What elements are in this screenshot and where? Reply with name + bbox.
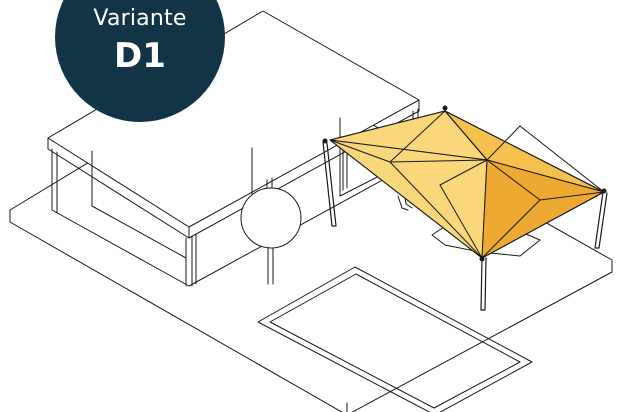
variant-code: D1 — [114, 36, 166, 76]
sand-area — [257, 266, 533, 412]
round-sign — [240, 187, 302, 285]
shade-sail — [322, 105, 607, 262]
variant-label: Variante — [93, 6, 187, 31]
